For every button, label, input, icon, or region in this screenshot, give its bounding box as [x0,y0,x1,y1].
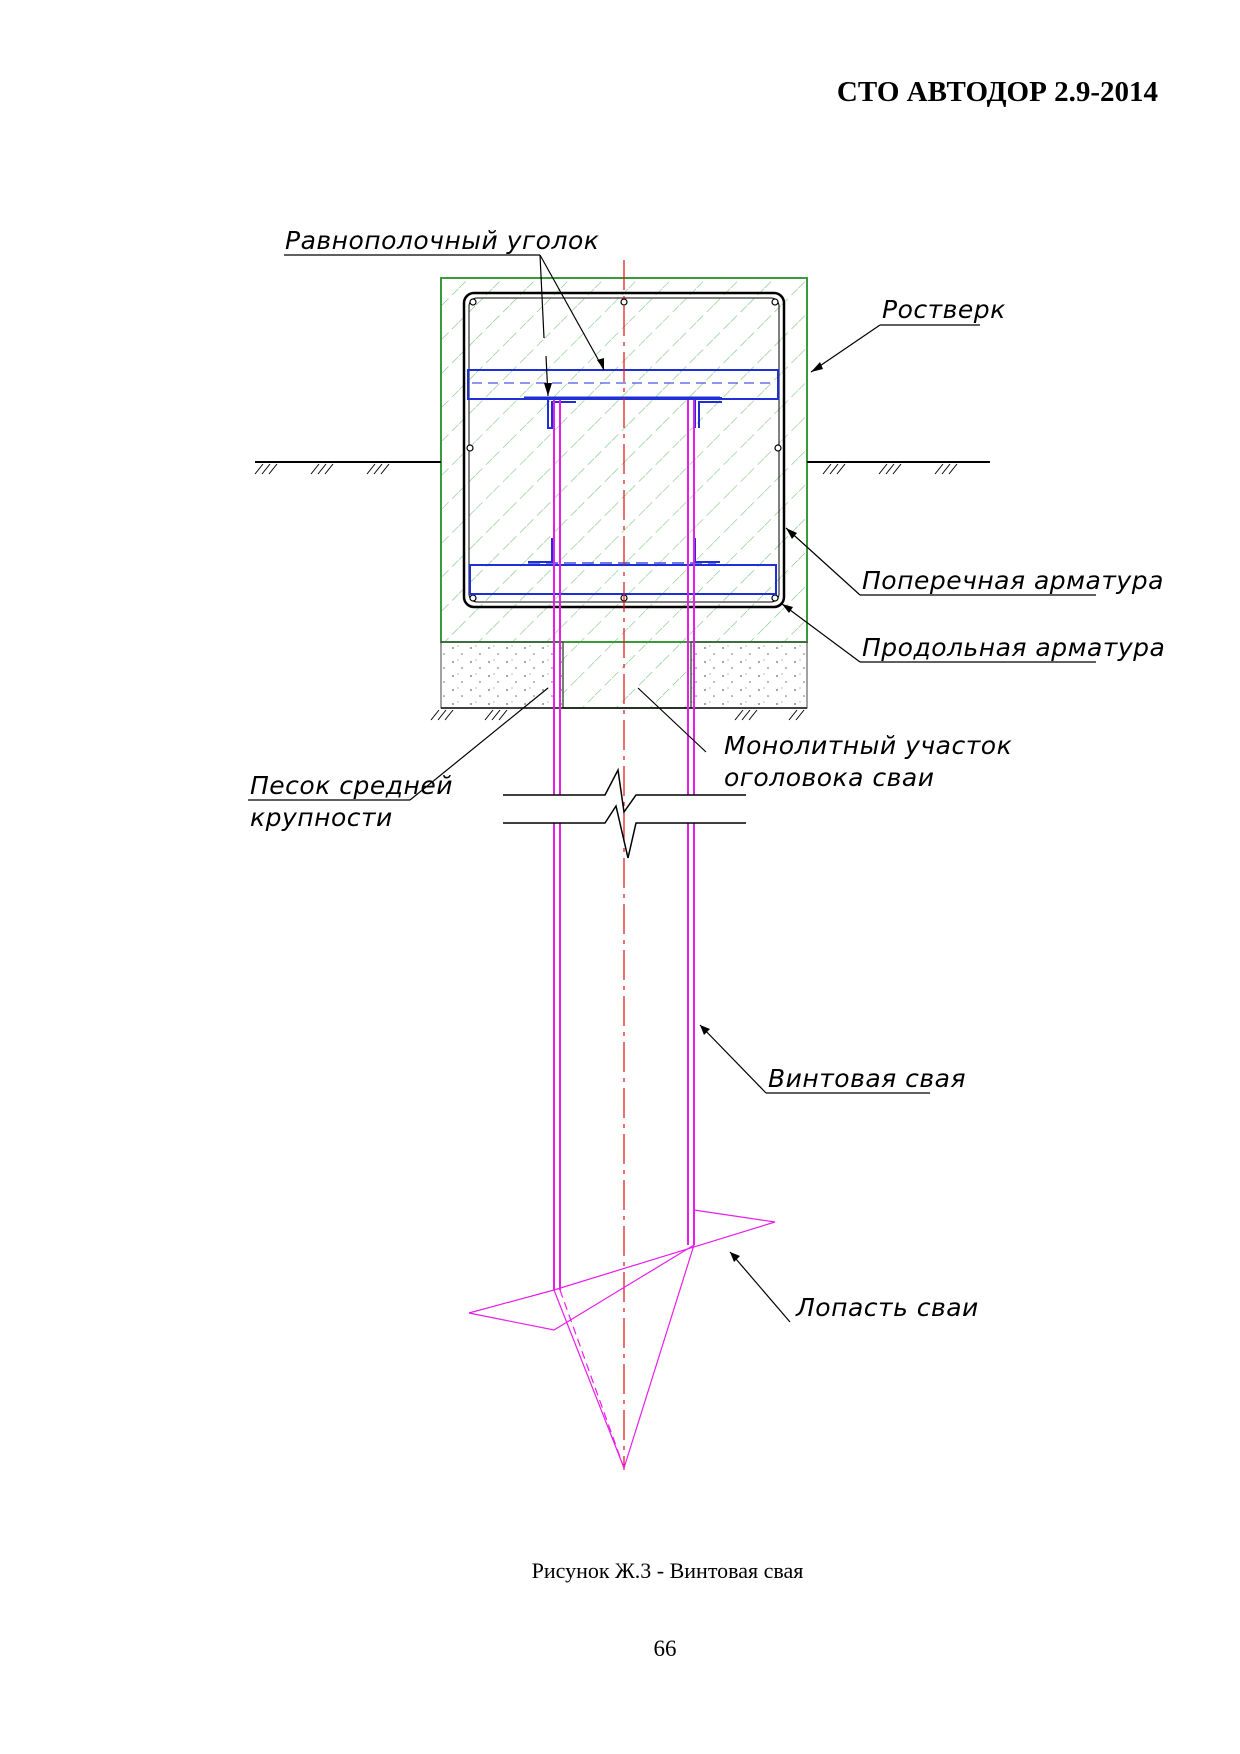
ground-hatch [254,463,958,721]
pile-shaft [553,400,695,1290]
label-longitudinal-rebar: Продольная арматура [862,633,1165,662]
break-line [503,767,746,859]
label-grillage: Ростверк [882,295,1006,324]
document-code-header: СТО АВТОДОР 2.9-2014 [836,76,1158,108]
rebar-mesh-bottom [469,562,777,595]
label-pile-blade: Лопасть сваи [795,1293,979,1322]
label-transverse-rebar: Поперечная арматура [862,566,1164,595]
leader-lines [248,254,1096,1323]
label-monolith-2: оголовока сваи [724,763,934,792]
label-monolith-1: Монолитный участок [724,731,1012,760]
label-equal-angle: Равнополочный уголок [285,226,599,255]
leader-arrows [544,358,823,1262]
pile-blade [468,1209,776,1470]
label-screw-pile: Винтовая свая [768,1064,966,1093]
rebar-mesh-top [467,369,779,400]
page-number: 66 [653,1636,677,1661]
label-sand-2: крупности [250,803,393,832]
monolith-section [562,641,692,709]
ground-line [255,461,990,709]
sand-layer [440,641,564,709]
label-sand-1: Песок средней [250,771,453,800]
sand-layer-right [690,641,808,709]
figure-caption: Рисунок Ж.3 - Винтовая свая [531,1558,804,1583]
